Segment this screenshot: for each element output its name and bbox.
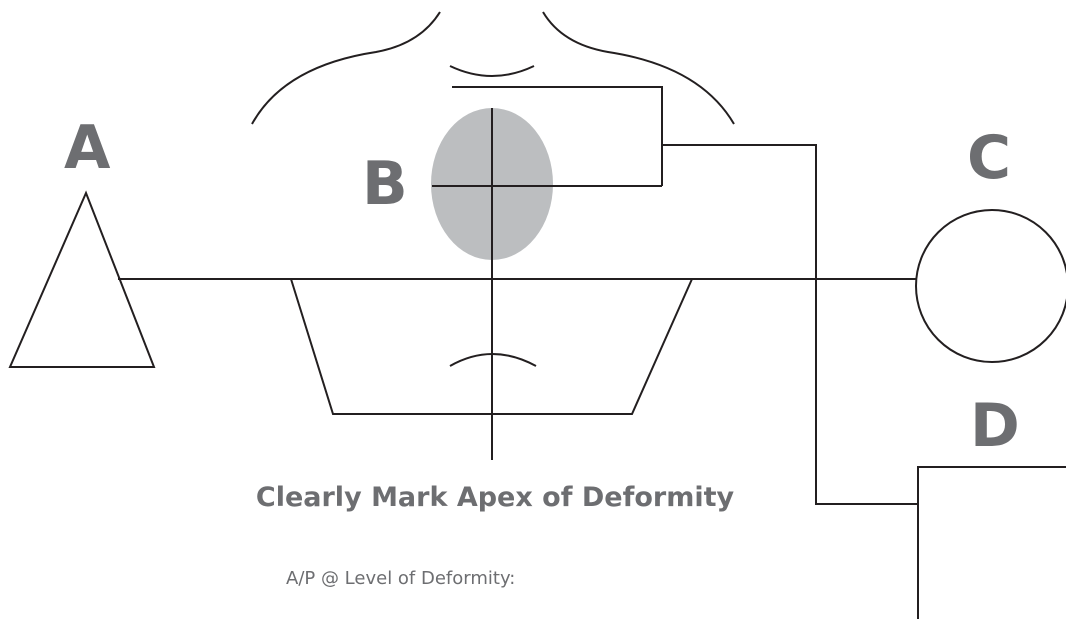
triangle-shape-a — [8, 190, 156, 368]
circle-shape-c — [915, 209, 1066, 363]
pelvis-trapezoid — [290, 278, 693, 415]
label-d: D — [970, 391, 1020, 461]
connector-to-d — [662, 144, 918, 505]
square-shape-d — [917, 466, 1066, 619]
label-a: A — [64, 113, 111, 183]
ap-level-caption: A/P @ Level of Deformity: — [286, 568, 516, 589]
navel-curve — [449, 353, 537, 367]
top-bracket-line — [452, 86, 663, 186]
label-c: C — [967, 123, 1012, 193]
left-neck-shoulder-curve — [251, 11, 441, 125]
label-b: B — [362, 149, 408, 219]
right-neck-shoulder-curve — [542, 11, 735, 125]
instruction-caption: Clearly Mark Apex of Deformity — [255, 482, 735, 513]
clavicle-notch-curve — [449, 65, 535, 77]
